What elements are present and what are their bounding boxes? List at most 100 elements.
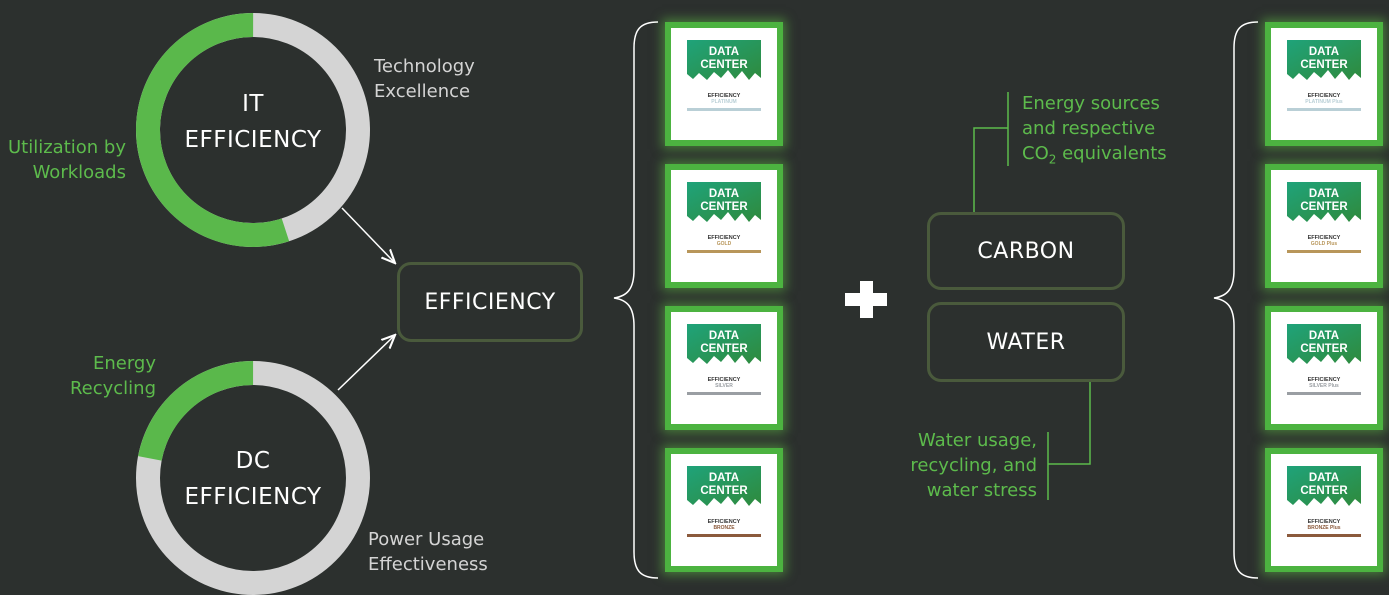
badge-title-line1: DATA [708,330,740,342]
badge-mountain-logo [1287,324,1361,364]
badge-tier-bar [1287,250,1361,253]
badge-title-line2: CENTER [1300,485,1348,497]
technology-excellence-line2: Excellence [374,81,471,102]
badge-title-line2: CENTER [1300,343,1348,355]
dc-efficiency-label: DC EFFICIENCY [163,443,343,515]
it-efficiency-label: IT EFFICIENCY [163,86,343,158]
utilization-line1: Utilization by [8,137,126,158]
badge-mountain-logo [1287,40,1361,80]
badge-title-line2: CENTER [700,485,748,497]
badge-mountain-logo [687,466,761,506]
pue-line1: Power Usage [368,529,485,550]
badge-tier-bar [1287,392,1361,395]
badge-mountain-logo [1287,466,1361,506]
badge-tier-label: GOLD Plus [1310,241,1338,247]
energy-recycling-line2: Recycling [69,378,156,399]
badge-efficiency-label: EFFICIENCY [1307,377,1341,383]
badge-tier-label: BRONZE Plus [1307,525,1341,531]
utilization-line2: Workloads [32,162,126,183]
badge-title-line2: CENTER [700,201,748,213]
co2-subscript: 2 [1048,152,1057,167]
power-usage-effectiveness-note: Power Usage Effectiveness [368,527,488,577]
badge-mountain-logo [687,40,761,80]
badge-mountain-logo [687,182,761,222]
arrow-dc-to-efficiency [337,336,394,391]
badge-title-line1: DATA [708,472,740,484]
carbon-note-line3: CO2 equivalents [1022,141,1167,173]
badge-efficiency-label: EFFICIENCY [1307,519,1341,525]
utilization-by-workloads-note: Utilization by Workloads [0,135,126,185]
technology-excellence-line1: Technology [374,56,475,77]
badge-efficiency-label: EFFICIENCY [1307,235,1341,241]
carbon-note: Energy sources and respective CO2 equiva… [1022,91,1167,173]
water-note-line1: Water usage, [918,430,1037,451]
badge-title-line1: DATA [708,46,740,58]
badge-mountain-logo [1287,182,1361,222]
dc-efficiency-label-line2: EFFICIENCY [184,484,322,510]
badge-title-line2: CENTER [700,59,748,71]
it-efficiency-label-line2: EFFICIENCY [184,127,322,153]
badge-title-line2: CENTER [1300,201,1348,213]
left-curly-brace [613,21,659,579]
carbon-note-line1: Energy sources [1022,93,1160,114]
carbon-connector [973,92,1009,212]
dc-efficiency-donut [136,361,370,595]
badge-tier-label: SILVER [715,383,733,389]
badge-title-line1: DATA [708,188,740,200]
water-box: WATER [927,302,1125,382]
badge-tier-label: PLATINUM [711,99,737,105]
efficiency-box-label: EFFICIENCY [424,289,556,315]
badge-mountain-logo [687,324,761,364]
badge-title-line1: DATA [1308,46,1340,58]
efficiency-box: EFFICIENCY [397,262,583,342]
badge-title-line2: CENTER [700,343,748,355]
carbon-box-label: CARBON [977,238,1075,264]
co2-prefix: CO [1022,143,1049,164]
energy-recycling-note: Energy Recycling [40,351,156,401]
badge-tier-bar [1287,108,1361,111]
pue-line2: Effectiveness [368,554,488,575]
water-note: Water usage, recycling, and water stress [880,428,1037,503]
water-box-label: WATER [986,329,1066,355]
arrow-it-to-efficiency [341,207,394,262]
technology-excellence-note: Technology Excellence [374,54,475,104]
dc-ring-recycling-segment [136,361,370,595]
badge-efficiency-label: EFFICIENCY [707,377,741,383]
badge-tier-label: PLATINUM Plus [1305,99,1343,105]
plus-icon [845,281,887,318]
it-ring-utilization-segment [136,13,370,247]
badge-tier-bar [687,108,761,111]
badge-title-line1: DATA [1308,188,1340,200]
badge-tier-label: SILVER Plus [1309,383,1339,389]
badge-tier-bar [687,534,761,537]
badge-tier-bar [687,250,761,253]
dc-efficiency-label-line1: DC [235,448,271,474]
it-efficiency-donut [136,13,370,247]
badge-efficiency-label: EFFICIENCY [1307,93,1341,99]
it-efficiency-label-line1: IT [242,91,264,117]
badge-title-line1: DATA [1308,472,1340,484]
badge-tier-label: BRONZE [713,525,735,531]
badge-title-line1: DATA [1308,330,1340,342]
badge-efficiency-label: EFFICIENCY [707,93,741,99]
badge-efficiency-label: EFFICIENCY [707,519,741,525]
carbon-box: CARBON [927,212,1125,290]
water-connector [1047,382,1091,500]
co2-suffix: equivalents [1056,143,1167,164]
